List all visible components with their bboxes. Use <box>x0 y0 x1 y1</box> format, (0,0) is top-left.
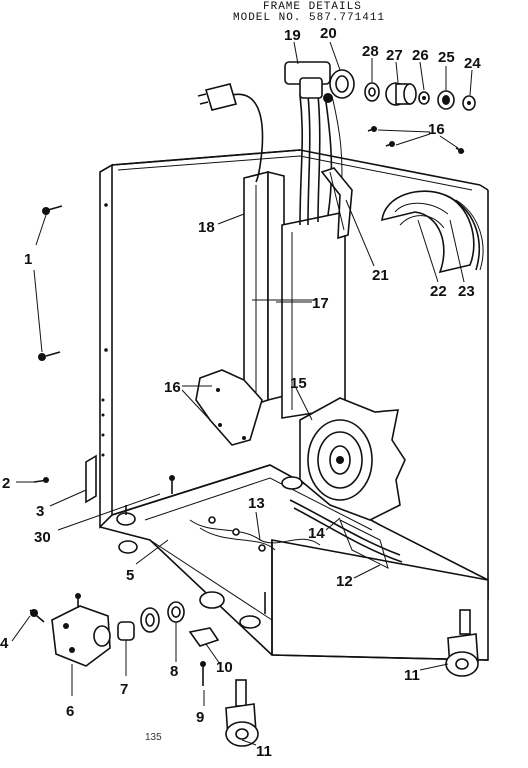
callout-12: 12 <box>336 573 353 590</box>
callout-16-upper: 16 <box>428 121 445 138</box>
callout-14: 14 <box>308 525 325 542</box>
leader-lines <box>11 41 473 746</box>
plate-16-lower <box>195 369 263 446</box>
callout-numbers: 1 2 3 4 5 6 7 8 9 10 11 11 12 13 14 15 1… <box>0 25 481 760</box>
callout-22: 22 <box>430 283 447 300</box>
screw-4 <box>29 609 45 623</box>
callout-11-right: 11 <box>404 667 420 684</box>
callout-26: 26 <box>412 47 429 64</box>
cabinet-frame <box>99 149 489 661</box>
model-number: MODEL NO. 587.771411 <box>233 12 386 24</box>
bracket-3 <box>33 454 97 504</box>
control-6 <box>51 593 111 667</box>
callout-11-left: 11 <box>256 743 272 760</box>
footer-code: 135 <box>145 732 162 743</box>
diagram-title: FRAME DETAILS <box>263 1 362 13</box>
small-parts-lower <box>117 601 220 686</box>
small-parts-row <box>364 82 476 111</box>
callout-2: 2 <box>2 475 10 492</box>
callout-8: 8 <box>170 663 178 680</box>
callout-20: 20 <box>320 25 337 42</box>
center-support-17 <box>243 170 346 419</box>
callout-13: 13 <box>248 495 265 512</box>
callout-28: 28 <box>362 43 379 60</box>
callout-23: 23 <box>458 283 475 300</box>
callout-15: 15 <box>290 375 307 392</box>
terminal-block-19 <box>284 61 355 103</box>
callout-4: 4 <box>0 635 9 652</box>
screw-16-top <box>367 126 465 154</box>
leveling-legs <box>116 475 303 629</box>
caster-11-left <box>225 679 259 747</box>
callout-6: 6 <box>66 703 74 720</box>
rail-12 <box>289 499 403 569</box>
blower-housing-22 <box>381 190 484 274</box>
power-cord <box>197 83 264 183</box>
callout-3: 3 <box>36 503 44 520</box>
callout-9: 9 <box>196 709 204 726</box>
callout-30: 30 <box>34 529 51 546</box>
callout-27: 27 <box>386 47 403 64</box>
callout-18: 18 <box>198 219 215 236</box>
callout-17: 17 <box>312 295 329 312</box>
callout-21: 21 <box>372 267 389 284</box>
bracket-21 <box>320 167 353 240</box>
callout-1: 1 <box>24 251 32 268</box>
callout-19: 19 <box>284 27 301 44</box>
motor-15 <box>299 397 406 521</box>
callout-7: 7 <box>120 681 128 698</box>
callout-16-lower: 16 <box>164 379 181 396</box>
callout-5: 5 <box>126 567 134 584</box>
callout-10: 10 <box>216 659 233 676</box>
caster-11-right <box>445 609 479 677</box>
screw-1 <box>38 205 63 361</box>
callout-25: 25 <box>438 49 455 66</box>
callout-24: 24 <box>464 55 481 72</box>
